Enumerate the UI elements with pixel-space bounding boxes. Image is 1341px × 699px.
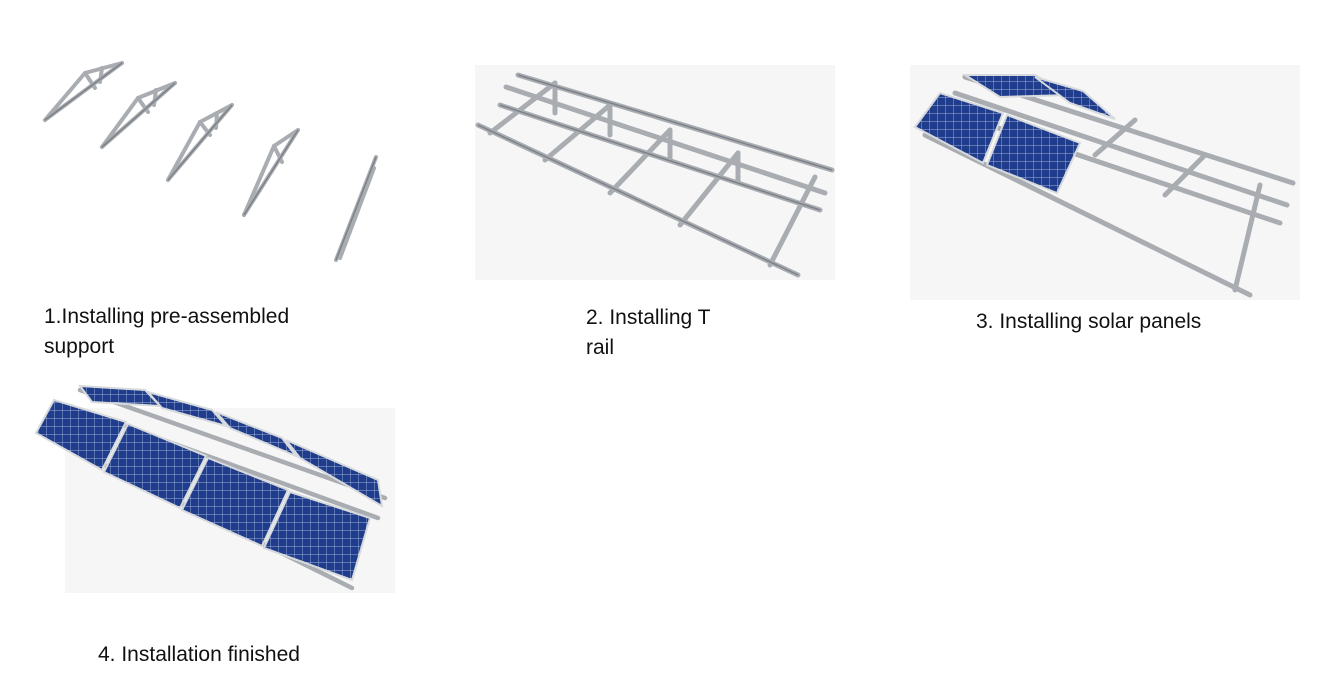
solar-panels-bottom-row bbox=[34, 398, 372, 582]
step-1-illustration bbox=[30, 50, 400, 275]
t-rail-frame-image bbox=[475, 65, 835, 280]
solar-panels bbox=[913, 74, 1116, 195]
step-4-illustration bbox=[30, 378, 400, 600]
solar-panel-bottom-left bbox=[913, 91, 1005, 165]
step-1-caption: 1.Installing pre-assembled support bbox=[44, 305, 290, 358]
step-3-illustration bbox=[905, 65, 1300, 305]
step-4-caption: 4. Installation finished bbox=[98, 643, 300, 666]
step-2-illustration bbox=[470, 65, 840, 285]
finished-installation-image bbox=[34, 384, 395, 593]
solar-panels-top-row bbox=[77, 384, 384, 508]
step-3-caption: 3. Installing solar panels bbox=[976, 310, 1202, 333]
frame-supports bbox=[487, 80, 818, 268]
solar-panel-bottom-right bbox=[985, 113, 1082, 195]
solar-panel-top-right bbox=[1034, 76, 1116, 120]
step-2-caption: 2. Installing T rail bbox=[586, 306, 711, 359]
rail-upper bbox=[503, 84, 828, 196]
partial-panel-install-image bbox=[910, 65, 1300, 300]
pre-assembled-supports-image bbox=[43, 61, 378, 262]
